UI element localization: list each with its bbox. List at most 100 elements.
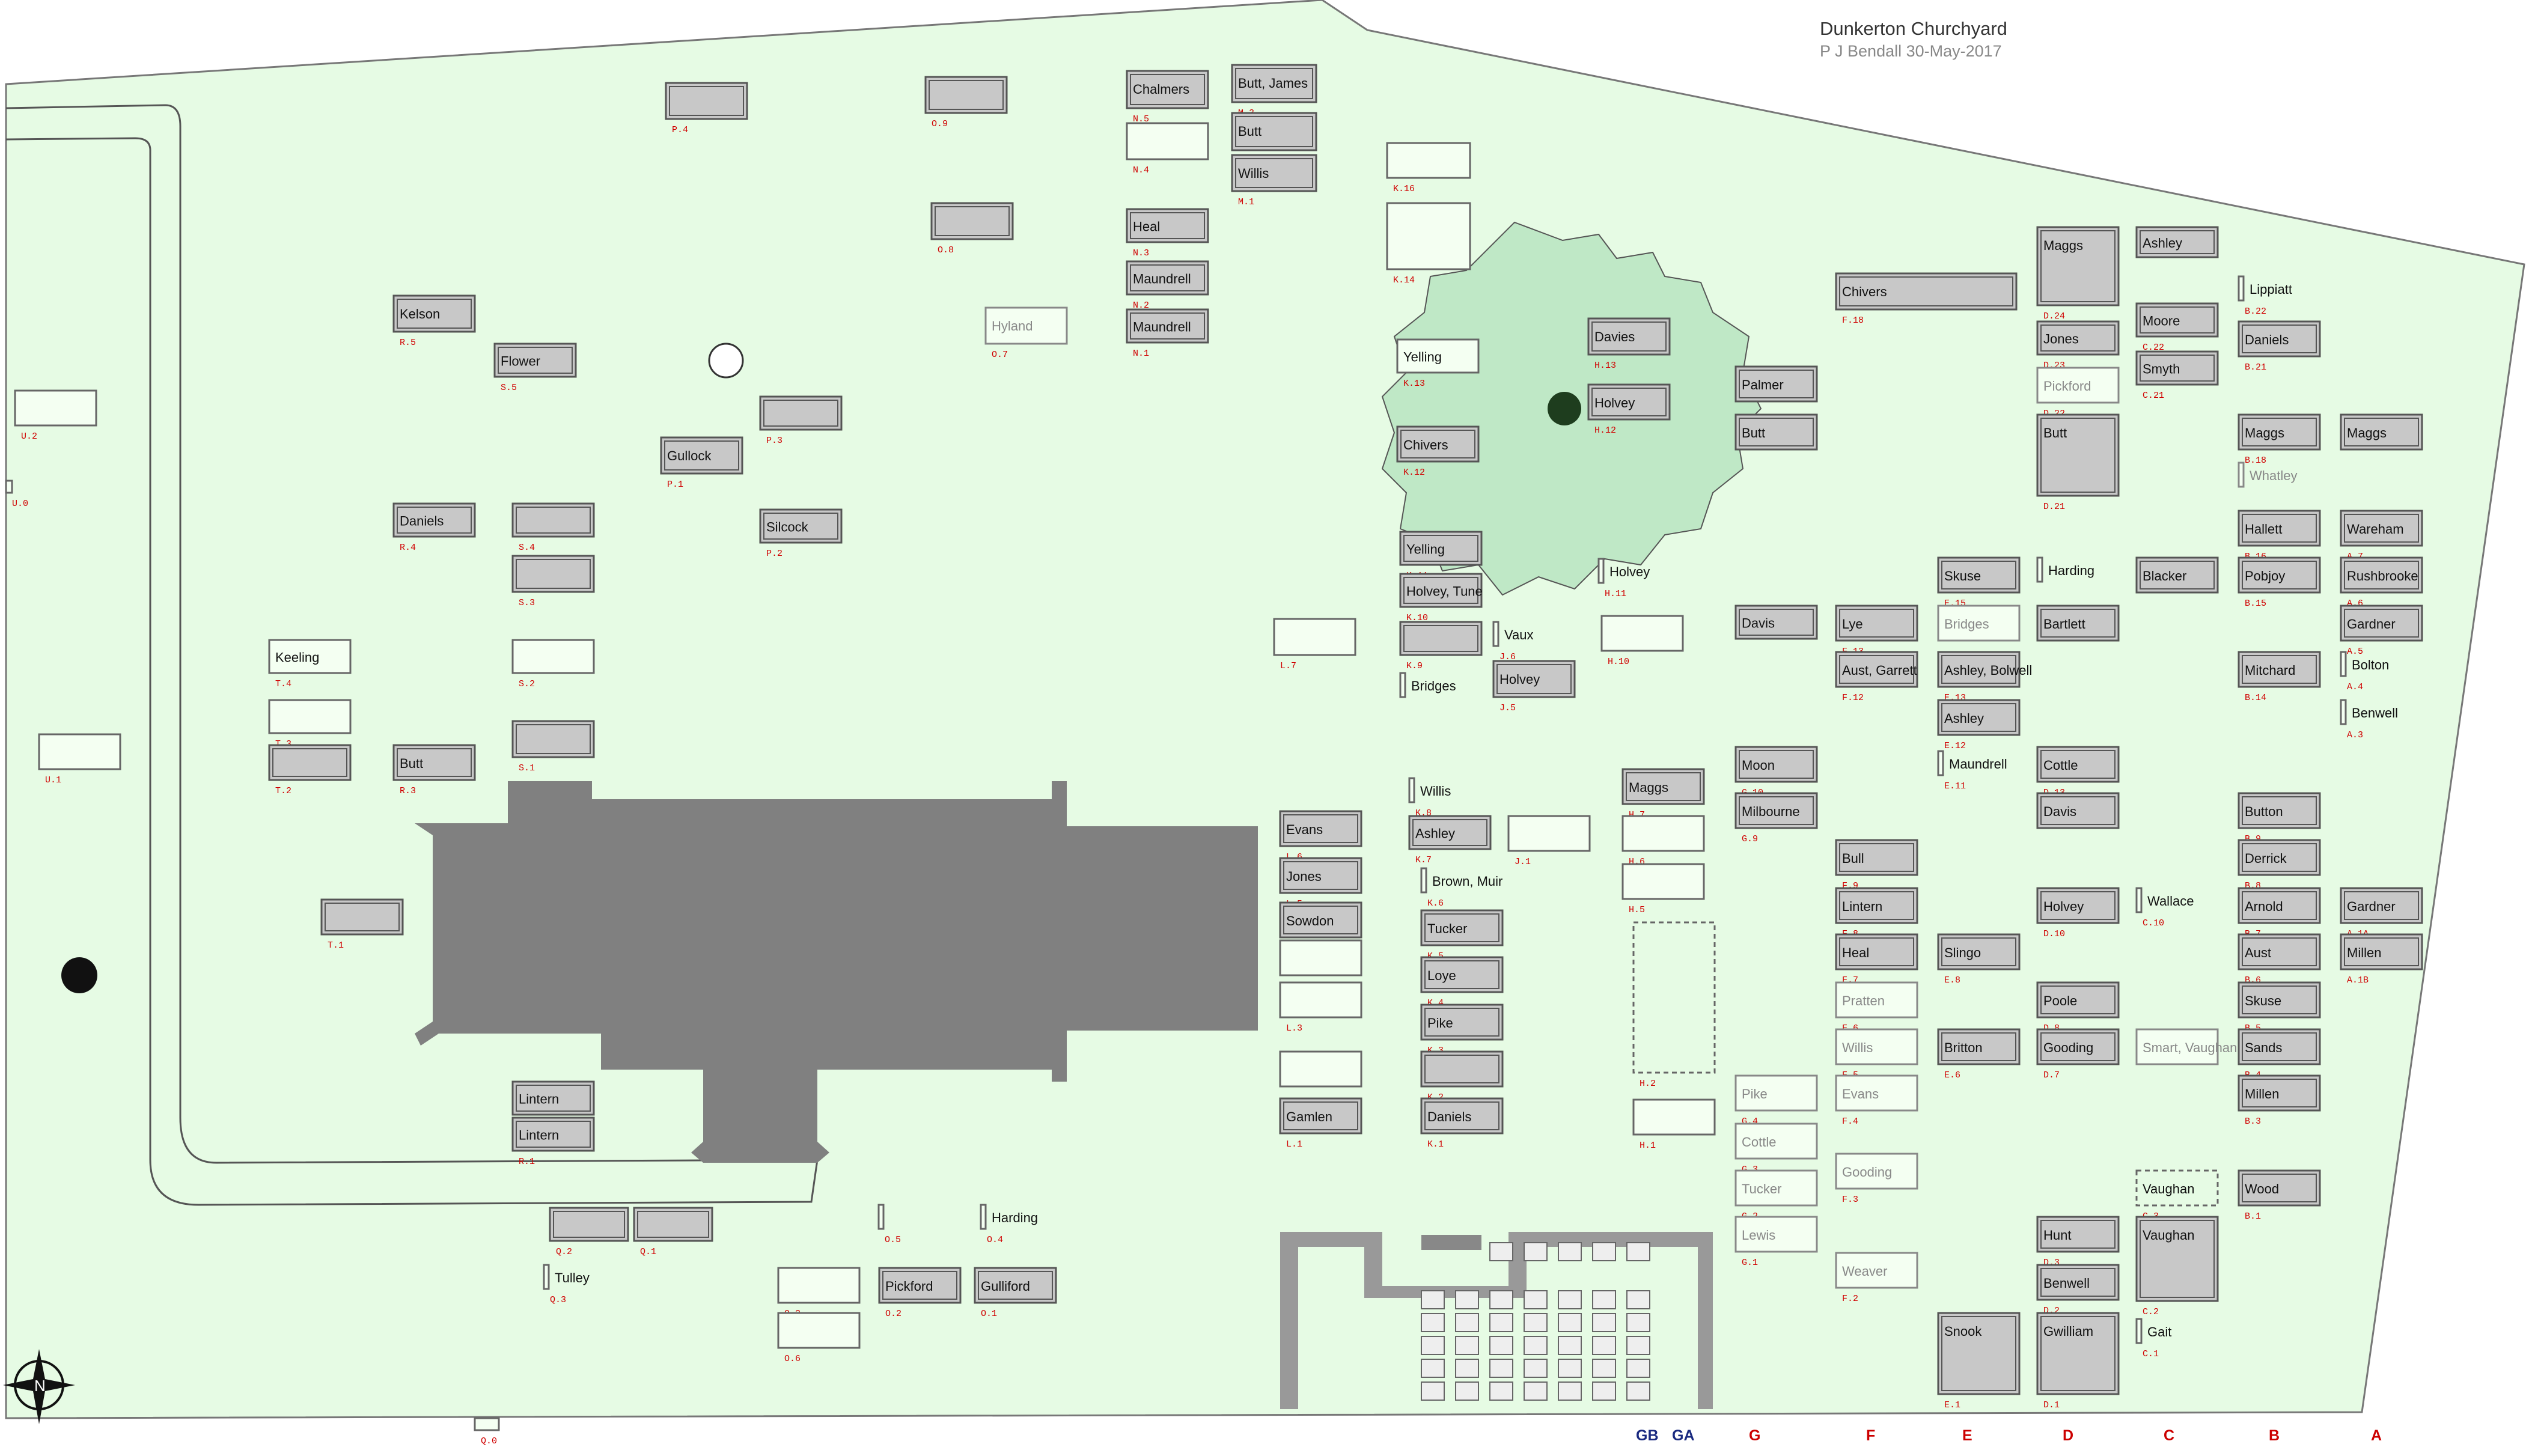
grave-plot[interactable]: K.16 [1386, 142, 1471, 194]
grave-plot[interactable]: WarehamA.7 [2340, 510, 2423, 562]
grave-plot[interactable]: WillisF.5 [1835, 1028, 1918, 1080]
grave-plot[interactable]: Blacker [2135, 556, 2219, 594]
grave-plot[interactable]: PrattenF.6 [1835, 981, 1918, 1034]
grave-plot[interactable]: PickfordD.22 [2036, 367, 2120, 419]
grave-plot[interactable]: Smart, Vaughan [2135, 1028, 2237, 1065]
grave-plot[interactable]: Bartlett [2036, 605, 2120, 642]
grave-plot[interactable]: Palmer [1734, 365, 1818, 403]
grave-plot[interactable]: SandsB.4 [2238, 1028, 2321, 1080]
grave-plot[interactable]: T.3 [268, 699, 352, 749]
grave-plot[interactable]: O.3 [777, 1267, 861, 1319]
grave-plot[interactable]: TuckerG.2 [1734, 1169, 1818, 1222]
grave-plot[interactable]: Maggs [2340, 413, 2423, 451]
grave-plot[interactable]: N.4 [1126, 122, 1209, 175]
grave-plot[interactable]: PooleD.8 [2036, 981, 2120, 1034]
grave-plot[interactable]: U.0 [5, 480, 28, 509]
grave-plot[interactable]: S.3 [511, 555, 595, 608]
grave-plot[interactable]: Davis [1734, 605, 1818, 640]
grave-plot[interactable]: O.6 [777, 1312, 861, 1364]
grave-plot[interactable]: S.4 [511, 502, 595, 553]
grave-plot[interactable]: PikeK.3 [1420, 1004, 1504, 1056]
grave-plot[interactable]: HallettB.16 [2238, 510, 2321, 562]
grave-plot[interactable]: TuckerK.5 [1420, 909, 1504, 961]
grave-plot[interactable]: P.4 [665, 82, 748, 135]
grave-plot[interactable]: K.9 [1399, 621, 1483, 671]
grave-plot[interactable]: U.1 [38, 733, 121, 785]
grave-plot[interactable]: J.1 [1507, 815, 1591, 867]
grave-plot[interactable]: H.5 [1621, 863, 1705, 915]
grave-plot[interactable]: L.3 [1279, 981, 1362, 1034]
grave-plot[interactable]: Q.2 [549, 1207, 629, 1257]
grave-plot[interactable]: O.9 [924, 76, 1008, 129]
grave-plot[interactable]: H.6 [1621, 815, 1705, 867]
grave-plot[interactable]: S.1 [511, 720, 595, 773]
grave-plot[interactable]: Bridges [1399, 672, 1456, 698]
grave-plot[interactable]: Bridges [1937, 605, 2021, 642]
grave-plot[interactable]: LinternF.8 [1835, 887, 1918, 939]
grave-plot[interactable]: U.2 [14, 389, 97, 442]
grave-plot[interactable]: ArnoldB.7 [2238, 887, 2321, 939]
grave-plot[interactable]: Butt, JamesM.3 [1231, 64, 1317, 118]
grave-plot[interactable]: K.14 [1386, 202, 1471, 285]
grave-plot[interactable]: O.5 [877, 1204, 901, 1245]
grave-plot[interactable]: Whatley [2238, 461, 2297, 488]
grave-plot[interactable]: T.2 [268, 744, 352, 796]
grave-plot[interactable]: EvansL.6 [1279, 810, 1362, 862]
grave-plot[interactable]: P.3 [759, 395, 843, 446]
grave-plot[interactable]: O.8 [930, 202, 1014, 255]
grave-plot[interactable]: CottleD.13 [2036, 746, 2120, 798]
